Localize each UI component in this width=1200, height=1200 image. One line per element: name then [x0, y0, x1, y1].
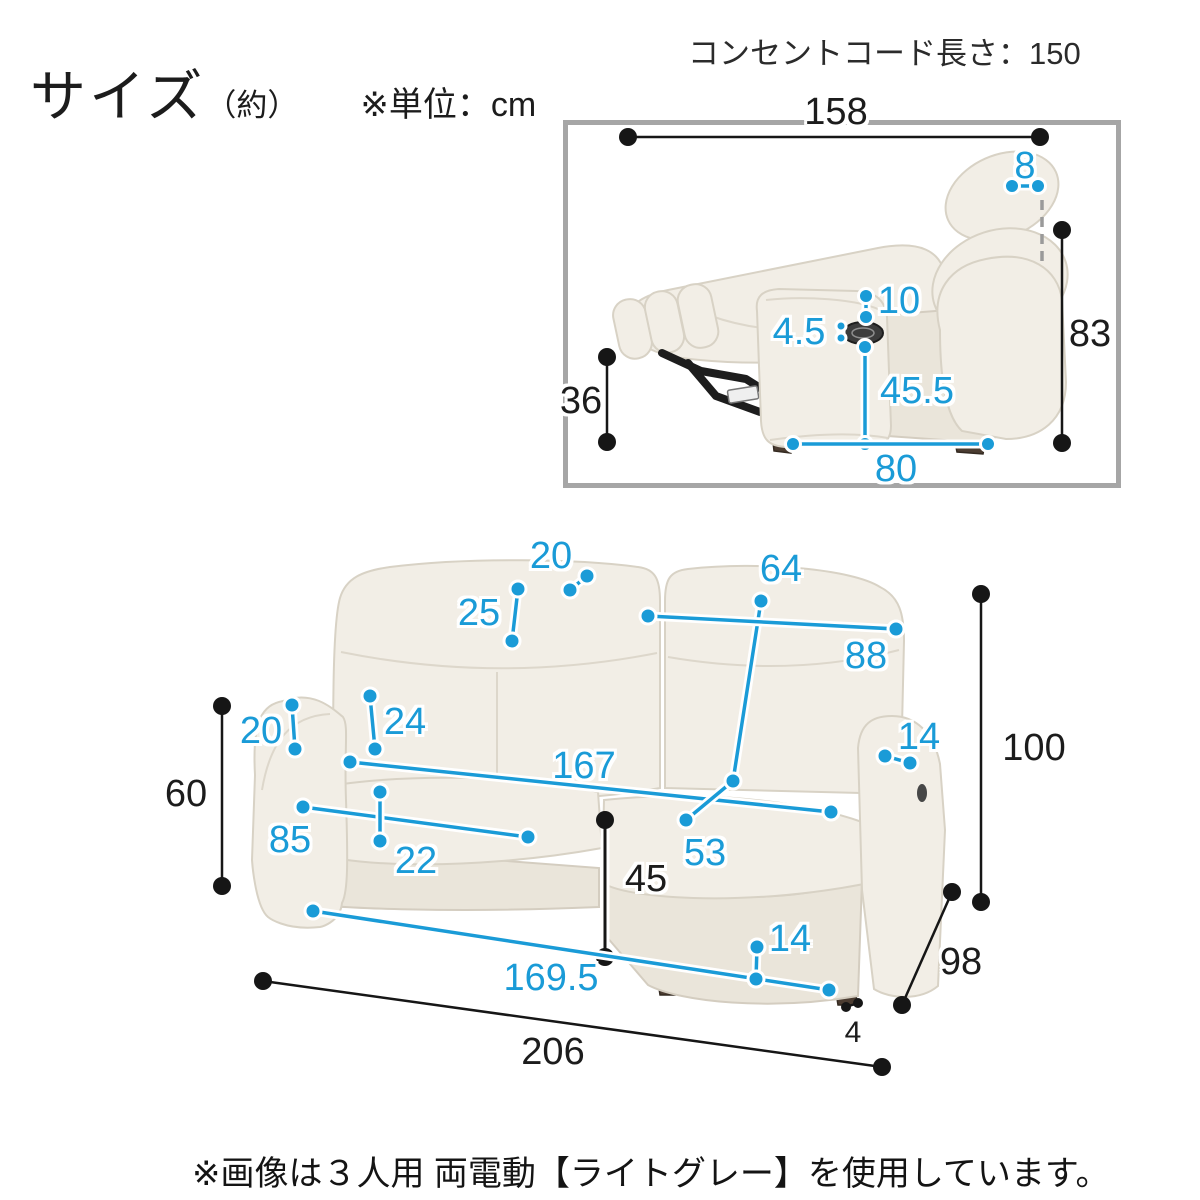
dim-front-24-label: 24	[383, 701, 427, 743]
dim-front-169-5-label: 169.5	[503, 957, 599, 999]
dim-side-158-line	[619, 128, 1049, 146]
dim-front-88-line	[638, 606, 906, 639]
dim-front-98-line	[893, 883, 961, 1014]
side-view-sofa-illustration	[612, 150, 1069, 455]
title-approx: （約）	[205, 88, 299, 123]
dim-side-80-line	[784, 435, 997, 453]
dim-front-14-arm-line	[875, 746, 920, 773]
title-text: サイズ	[30, 65, 206, 128]
dim-front-53-label: 53	[683, 832, 727, 874]
dim-front-206-line	[254, 972, 891, 1076]
dim-front-85-label: 85	[268, 819, 312, 861]
dim-front-22-line	[370, 782, 390, 851]
dim-front-4-line	[841, 998, 863, 1012]
dim-front-20-arm-line	[282, 695, 305, 759]
dim-front-88-label: 88	[844, 635, 888, 677]
cord-length-note: コンセントコード長さ：150	[688, 36, 1081, 71]
front-view-dimension-lines	[213, 566, 990, 1076]
side-view-dimension-lines	[598, 128, 1071, 453]
dim-front-60-label: 60	[164, 773, 208, 815]
dim-front-53-line	[676, 771, 743, 830]
dim-front-206-label: 206	[521, 1031, 585, 1073]
dim-front-22-label: 22	[394, 840, 438, 882]
dim-front-25-label: 25	[457, 592, 501, 634]
dim-front-64-label: 64	[759, 548, 803, 590]
dim-front-60-line	[213, 697, 231, 895]
image-disclaimer-note: ※画像は３人用 両電動【ライトグレー】を使用しています。	[192, 1155, 1110, 1193]
dim-front-20-arm-label: 20	[239, 710, 283, 752]
dim-side-45-5-label: 45.5	[880, 370, 954, 412]
dim-side-8-line	[1003, 177, 1047, 195]
dim-side-36-line	[598, 348, 616, 451]
dim-front-167-line	[340, 752, 841, 822]
dim-front-25-line	[502, 579, 528, 651]
dim-front-64-line	[728, 591, 771, 786]
dim-front-85-line	[293, 797, 538, 847]
dim-side-158-label: 158	[804, 91, 868, 133]
dim-side-83-label: 83	[1068, 313, 1112, 355]
dim-side-4-5-label: 4.5	[772, 311, 826, 353]
dim-side-8-label: 8	[1014, 145, 1036, 187]
dim-side-10-label: 10	[877, 280, 921, 322]
dim-front-100-line	[972, 585, 990, 911]
dim-front-20-head-line	[560, 566, 597, 600]
dim-front-100-label: 100	[1002, 727, 1066, 769]
dim-front-4-label: 4	[844, 1016, 862, 1049]
dim-front-167-label: 167	[552, 745, 616, 787]
dim-front-14-leg-line	[746, 937, 767, 989]
dim-side-83-line	[1053, 221, 1071, 452]
unit-note: ※単位：cm	[360, 86, 537, 124]
dim-front-14-leg-label: 14	[768, 918, 812, 960]
dim-side-10-line	[857, 287, 875, 326]
page-title: サイズ（約） ※単位：cm	[30, 52, 536, 133]
dim-side-4-5-line	[834, 319, 848, 345]
dim-front-45-label: 45	[624, 858, 668, 900]
dim-front-20-head-label: 20	[529, 535, 573, 577]
dim-front-98-label: 98	[939, 941, 983, 983]
dim-front-14-arm-label: 14	[897, 716, 941, 758]
dim-front-24-line	[360, 686, 385, 759]
dim-front-169-5-line	[303, 901, 839, 1000]
dim-side-36-label: 36	[559, 380, 603, 422]
dim-side-80-label: 80	[874, 448, 918, 490]
